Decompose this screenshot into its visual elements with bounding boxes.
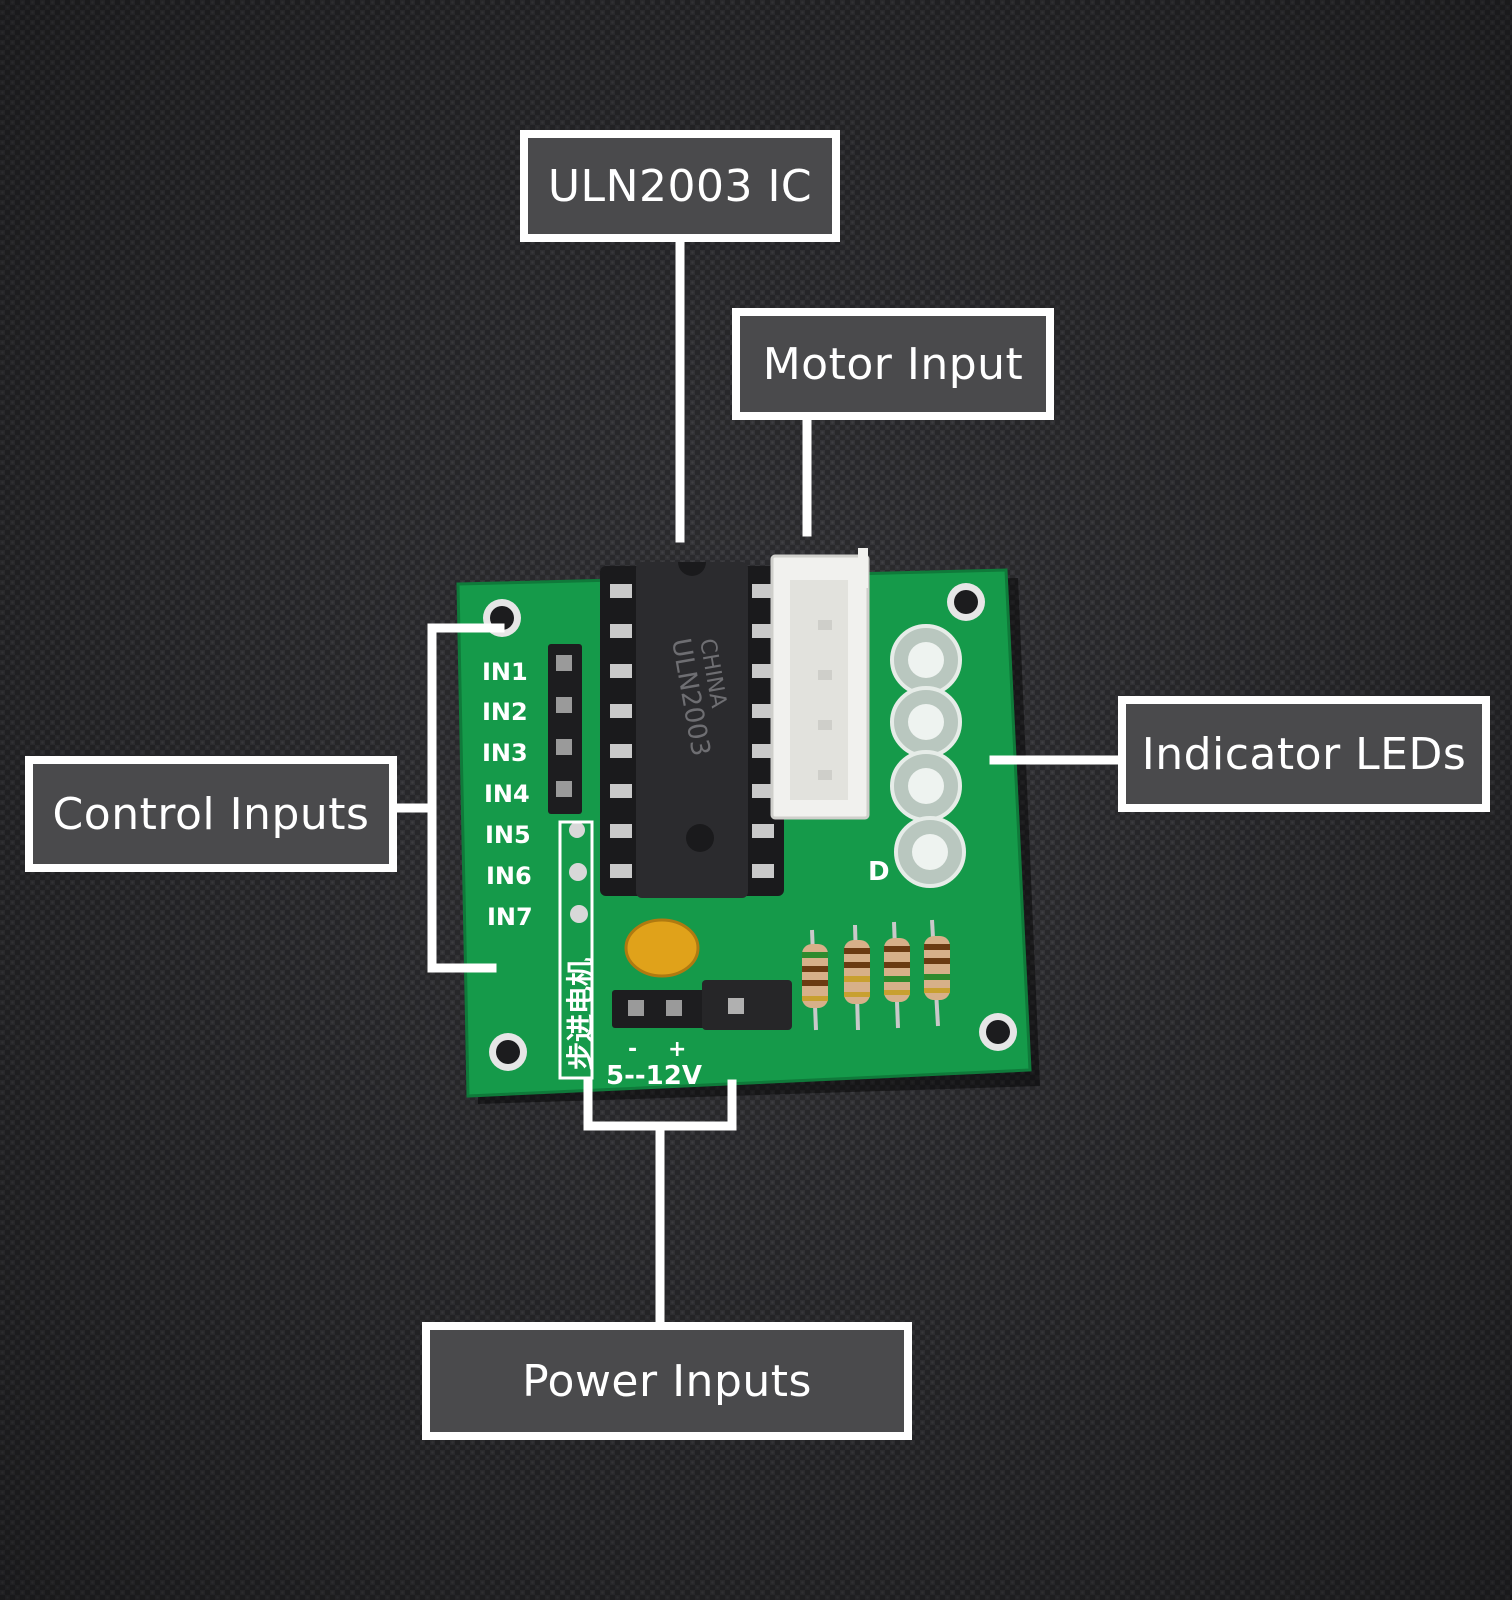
callout-control-inputs: Control Inputs [25, 756, 397, 872]
label-in2: IN2 [482, 698, 528, 726]
callout-uln2003-text: ULN2003 IC [547, 160, 813, 212]
led-letter-d: D [868, 857, 890, 887]
power-header: - + 5--12V [606, 980, 792, 1091]
voltage-label: 5--12V [606, 1061, 702, 1091]
indicator-leds: D [868, 624, 966, 888]
mounting-holes [483, 583, 1017, 1071]
callout-indicator-leds: Indicator LEDs [1118, 696, 1490, 812]
input-labels: IN1 IN2 IN3 IN4 IN5 IN6 IN7 [482, 658, 533, 931]
control-input-header [548, 644, 594, 1080]
label-in6: IN6 [486, 862, 532, 890]
callout-indicator-leds-text: Indicator LEDs [1141, 728, 1467, 780]
label-in1: IN1 [482, 658, 528, 686]
resistors [802, 919, 950, 1031]
label-in7: IN7 [487, 903, 533, 931]
ceramic-capacitor [624, 918, 700, 978]
callout-control-inputs-text: Control Inputs [52, 788, 370, 840]
label-in4: IN4 [484, 780, 530, 808]
callout-power-inputs-text: Power Inputs [522, 1355, 812, 1407]
callout-motor-input: Motor Input [732, 308, 1054, 420]
label-in5: IN5 [485, 821, 531, 849]
callout-motor-input-text: Motor Input [762, 338, 1024, 390]
plus-label: + [668, 1037, 686, 1062]
leader-lines [392, 237, 1123, 1327]
chinese-label: 步进电机 [564, 958, 597, 1070]
label-in3: IN3 [482, 739, 528, 767]
minus-label: - [628, 1037, 637, 1062]
callout-uln2003-ic: ULN2003 IC [520, 130, 840, 242]
motor-connector [770, 548, 870, 820]
uln2003-ic: CHINA ULN2003 [600, 562, 784, 898]
callout-power-inputs: Power Inputs [422, 1322, 912, 1440]
